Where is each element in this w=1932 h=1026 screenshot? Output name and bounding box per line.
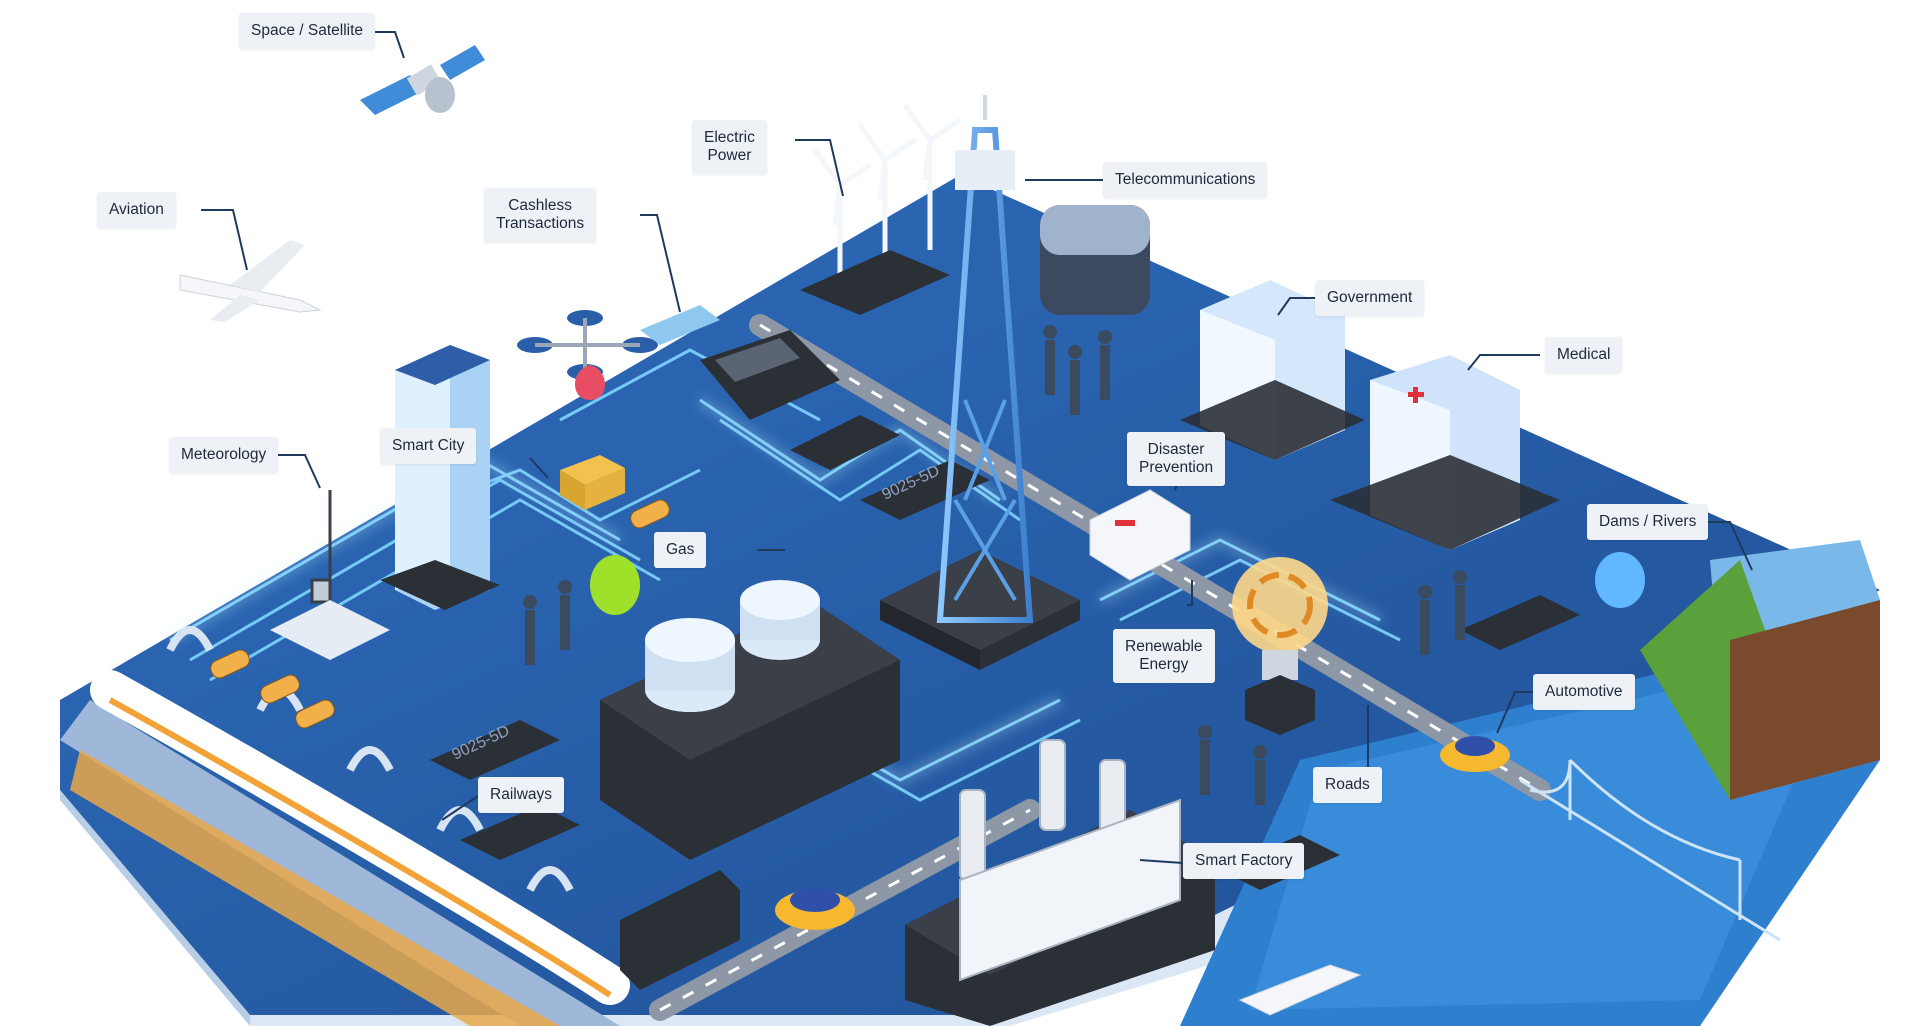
capacitor-black [620, 870, 740, 990]
chip-small-2 [1460, 595, 1580, 650]
hospital-building [1330, 355, 1560, 550]
payment-terminal [640, 305, 840, 420]
airplane [179, 240, 322, 322]
chip-tower-base [880, 550, 1080, 670]
label-meteorology: Meteorology [169, 437, 279, 473]
label-smart-factory: Smart Factory [1183, 843, 1305, 879]
label-gas: Gas [654, 532, 707, 568]
telecom-tower [936, 95, 1034, 623]
satellite [360, 45, 485, 115]
capacitor-cylinder [1040, 205, 1150, 315]
government-building [1180, 280, 1365, 460]
weather-station [270, 490, 390, 660]
label-space-satellite: Space / Satellite [239, 13, 376, 49]
chip-small-3 [460, 805, 580, 860]
people [523, 325, 1467, 805]
dam [1640, 540, 1880, 800]
renewable-light-bulb [1232, 557, 1328, 735]
led-components [590, 552, 1645, 615]
ambulance [1089, 489, 1191, 581]
label-roads: Roads [1313, 767, 1382, 803]
smart-city-tower [380, 345, 500, 610]
chip-small-1 [790, 415, 900, 470]
label-railways: Railways [478, 777, 565, 813]
label-smart-city: Smart City [380, 428, 477, 464]
label-telecommunications: Telecommunications [1103, 162, 1268, 198]
label-aviation: Aviation [97, 192, 176, 228]
label-medical: Medical [1545, 337, 1623, 373]
bridge [1519, 758, 1781, 942]
factory-robots [959, 739, 1181, 982]
cars [775, 736, 1510, 930]
resistors [210, 499, 670, 729]
wind-turbines [812, 103, 962, 295]
label-dams-rivers: Dams / Rivers [1587, 504, 1709, 540]
label-government: Government [1315, 280, 1425, 316]
location-pin-package [560, 365, 625, 510]
gas-storage-tanks [645, 580, 820, 712]
turbine-bases [800, 250, 950, 315]
cruise-ship [1238, 964, 1362, 1016]
buildings [380, 205, 1880, 800]
label-automotive: Automotive [1533, 674, 1635, 710]
